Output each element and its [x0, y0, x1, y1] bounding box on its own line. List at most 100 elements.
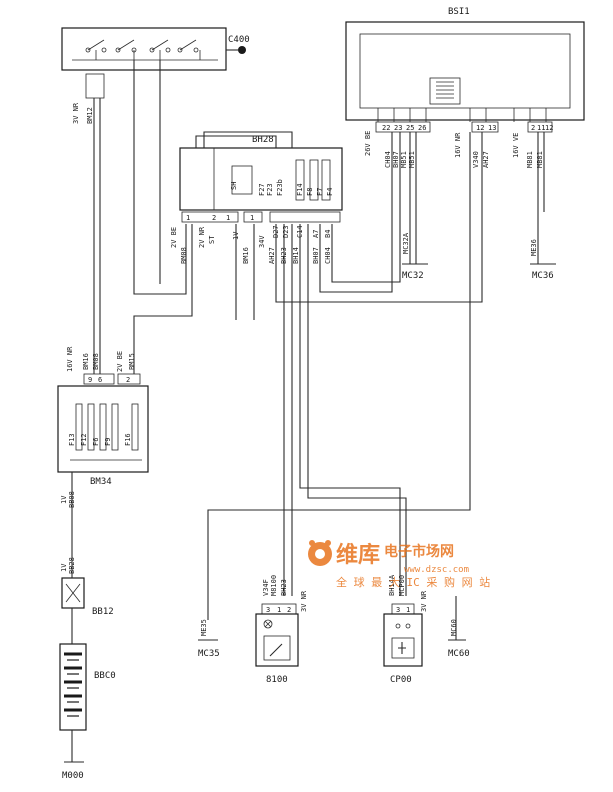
key-icon [226, 46, 246, 54]
svg-text:BM16: BM16 [242, 247, 250, 264]
svg-text:1: 1 [406, 606, 410, 614]
svg-text:1: 1 [250, 214, 254, 222]
c400-label: C400 [228, 35, 250, 45]
svg-text:1V: 1V [60, 495, 68, 504]
c400-bm12-label: BM12 [86, 107, 94, 124]
svg-text:BM15: BM15 [128, 353, 136, 370]
svg-text:2: 2 [212, 214, 216, 222]
svg-text:BM08: BM08 [180, 247, 188, 264]
svg-text:F27: F27 [258, 183, 266, 196]
svg-text:CH04: CH04 [384, 151, 392, 168]
svg-text:M000: M000 [62, 771, 84, 781]
mc32-ground: MC32A MC32 [402, 132, 428, 281]
svg-text:25: 25 [406, 124, 414, 132]
svg-text:9: 9 [88, 376, 92, 384]
svg-text:2V BE: 2V BE [116, 351, 124, 372]
svg-text:ST: ST [208, 235, 216, 244]
svg-text:www.dzsc.com: www.dzsc.com [404, 565, 469, 575]
svg-text:1V: 1V [60, 563, 68, 572]
svg-text:12: 12 [476, 124, 484, 132]
bh28-fuse-box: BH28 SH F27 F23 F23b F14 F8 F7 F4 1 2 1 … [170, 135, 343, 264]
svg-text:MC32A: MC32A [402, 232, 410, 254]
m000-ground: M000 [62, 761, 84, 781]
cp00-socket: BH14A MCP00 3V NR 3 1 CP00 [383, 574, 428, 685]
svg-text:MB81: MB81 [536, 151, 544, 168]
svg-text:1: 1 [226, 214, 230, 222]
c400-out-connector: 3V NR [72, 102, 80, 124]
bsi1-module: BSI1 22 23 25 26 12 13 2 11 12 26V BE 16… [345, 7, 585, 168]
svg-text:B4: B4 [324, 230, 332, 238]
svg-text:12: 12 [545, 124, 553, 132]
watermark: 维库 电子市场网 www.dzsc.com 全 球 最 大 IC 采 购 网 站 [308, 540, 490, 589]
svg-text:V340: V340 [472, 151, 480, 168]
svg-text:ME35: ME35 [200, 619, 208, 636]
svg-text:MB81: MB81 [526, 151, 534, 168]
svg-text:BH14: BH14 [292, 247, 300, 264]
svg-text:MB51: MB51 [408, 151, 416, 168]
svg-text:BH14A: BH14A [388, 574, 396, 596]
svg-text:F13: F13 [68, 433, 76, 446]
svg-text:13: 13 [488, 124, 496, 132]
svg-text:F7: F7 [316, 188, 324, 196]
svg-text:26: 26 [418, 124, 426, 132]
bbc0-battery: BBC0 [59, 643, 116, 731]
svg-text:F16: F16 [124, 433, 132, 446]
svg-text:MCP00: MCP00 [398, 575, 406, 596]
svg-text:1: 1 [277, 606, 281, 614]
svg-text:A7: A7 [312, 230, 320, 238]
c8100-sensor: V34F M8100 BH23 3V NR 3 1 2 8100 [255, 575, 308, 685]
svg-text:16V NR: 16V NR [66, 346, 74, 372]
svg-text:电子市场网: 电子市场网 [384, 543, 454, 560]
bsi1-label: BSI1 [448, 7, 470, 17]
svg-text:CH04: CH04 [324, 247, 332, 264]
mc32-label: MC32 [402, 271, 424, 281]
svg-text:34V: 34V [258, 235, 266, 248]
mc35-ground: ME35 MC35 [198, 619, 220, 659]
svg-text:MC60: MC60 [448, 649, 470, 659]
svg-text:F4: F4 [326, 188, 334, 196]
bh28-label: BH28 [252, 135, 274, 145]
svg-text:23: 23 [394, 124, 402, 132]
svg-text:BBC0: BBC0 [94, 671, 116, 681]
svg-text:3: 3 [266, 606, 270, 614]
svg-text:F6: F6 [92, 438, 100, 446]
svg-text:2V NR: 2V NR [198, 226, 206, 248]
svg-text:11: 11 [537, 124, 545, 132]
svg-text:F23: F23 [266, 183, 274, 196]
svg-text:3V NR: 3V NR [300, 590, 308, 612]
wiring-harness [71, 60, 483, 762]
svg-text:ME36: ME36 [530, 239, 538, 256]
mc36-label: MC36 [532, 271, 554, 281]
svg-text:M8100: M8100 [270, 575, 278, 596]
svg-text:2: 2 [126, 376, 130, 384]
svg-text:CP00: CP00 [390, 675, 412, 685]
svg-text:AH27: AH27 [268, 247, 276, 264]
svg-text:F8: F8 [306, 188, 314, 196]
svg-text:F23b: F23b [276, 179, 284, 196]
svg-text:维库: 维库 [336, 542, 380, 568]
svg-text:1: 1 [186, 214, 190, 222]
svg-text:BH07: BH07 [392, 151, 400, 168]
svg-text:F14: F14 [296, 183, 304, 196]
bsi-16v-nr-label: 16V NR [454, 132, 462, 158]
c400-ignition-switch: C400 3V NR BH07 BM12 [61, 27, 250, 124]
svg-text:V34F: V34F [262, 579, 270, 596]
bb12-fuse: 1V BB28 BB12 [60, 557, 114, 617]
bm34-label: BM34 [90, 477, 112, 487]
mc60-ground: MC60 MC60 [448, 619, 470, 659]
svg-text:2: 2 [531, 124, 535, 132]
svg-text:BM16: BM16 [82, 353, 90, 370]
svg-text:全 球 最 大 IC 采 购 网 站: 全 球 最 大 IC 采 购 网 站 [336, 575, 490, 589]
svg-text:D23: D23 [282, 225, 290, 238]
svg-text:MB51: MB51 [400, 151, 408, 168]
svg-text:2: 2 [287, 606, 291, 614]
svg-text:AH27: AH27 [482, 151, 490, 168]
watermark-logo-icon [308, 540, 332, 566]
svg-text:MC60: MC60 [450, 619, 458, 636]
svg-text:BM08: BM08 [92, 353, 100, 370]
svg-text:BB12: BB12 [92, 607, 114, 617]
svg-text:F12: F12 [80, 433, 88, 446]
svg-text:BH07: BH07 [312, 247, 320, 264]
svg-text:22: 22 [382, 124, 390, 132]
